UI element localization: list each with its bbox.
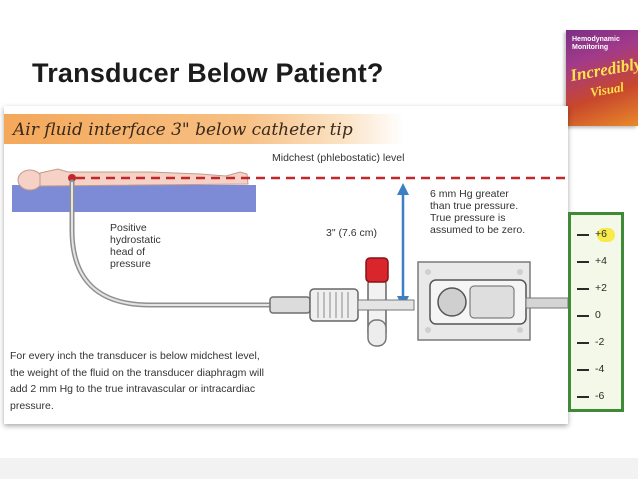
scale-tick — [577, 342, 589, 344]
scale-tick — [577, 288, 589, 290]
scale-label: -6 — [595, 390, 605, 402]
scale-highlight — [597, 228, 615, 242]
heart-marker — [68, 174, 76, 182]
banner-text: Air fluid interface 3" below catheter ti… — [13, 120, 353, 140]
catheter-tubing-inner — [71, 182, 280, 306]
line-to-transducer — [357, 299, 415, 311]
scale-tick — [577, 396, 589, 398]
red-cap — [365, 257, 389, 283]
stopcock-ridges — [317, 292, 349, 318]
stopcock-body — [309, 288, 359, 322]
distance-arrow-up — [397, 183, 409, 195]
scale-label: -2 — [595, 336, 605, 348]
distance-label: 3" (7.6 cm) — [326, 227, 377, 239]
scale-label: +2 — [595, 282, 607, 294]
bed — [12, 185, 256, 212]
scale-label: +6 — [595, 228, 607, 240]
greater-pressure-label: 6 mm Hg greater than true pressure. True… — [430, 188, 526, 236]
transducer-diaphragm — [437, 287, 467, 317]
scale-tick — [577, 261, 589, 263]
scale-tick — [577, 234, 589, 236]
positive-pressure-label: Positive hydrostatic head of pressure — [110, 222, 161, 270]
diagram-banner: Air fluid interface 3" below catheter ti… — [4, 114, 404, 144]
scale-label: +4 — [595, 255, 607, 267]
book-cover-text-top: Hemodynamic Monitoring — [572, 36, 620, 51]
page-title: Transducer Below Patient? — [32, 58, 384, 88]
midchest-label: Midchest (phlebostatic) level — [272, 152, 405, 164]
explanation-text: For every inch the transducer is below m… — [10, 350, 264, 412]
book-cover-image: Hemodynamic Monitoring Incredibly Visual — [566, 30, 638, 126]
scale-label: -4 — [595, 363, 605, 375]
stopcock-lower-port — [367, 319, 387, 347]
tubing-connector — [269, 296, 311, 314]
scale-label: 0 — [595, 309, 601, 321]
scale-tick — [577, 369, 589, 371]
transducer-cable — [525, 297, 569, 309]
footer-bar — [0, 458, 638, 479]
pressure-scale: +6 +4 +2 0 -2 -4 -6 — [568, 212, 624, 412]
plate-screws — [425, 269, 523, 333]
scale-tick — [577, 315, 589, 317]
transducer-housing — [469, 285, 515, 319]
